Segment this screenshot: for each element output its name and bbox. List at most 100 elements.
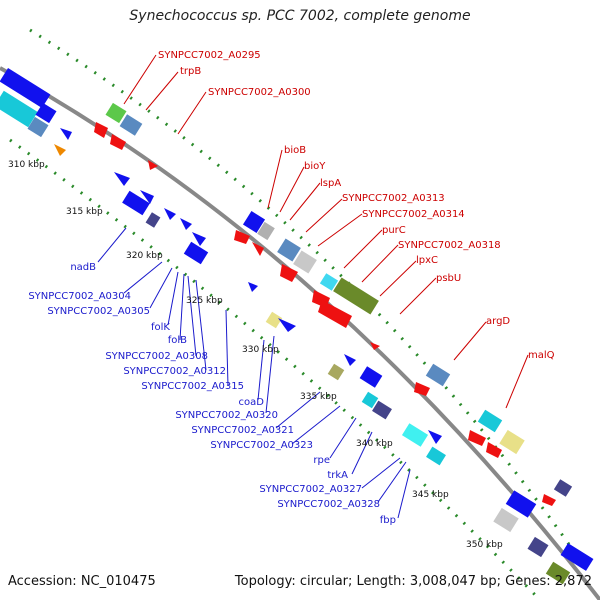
gene-arrow[interactable]	[94, 122, 108, 138]
gene-block[interactable]	[277, 238, 301, 262]
topology-text: Topology: circular; Length: 3,008,047 bp…	[234, 574, 592, 589]
gene-block[interactable]	[265, 311, 283, 329]
gene-label-rev[interactable]: fbp	[380, 515, 396, 526]
gene-label-fwd[interactable]: bioB	[284, 145, 306, 156]
gene-arrow[interactable]	[164, 208, 176, 220]
gene-block[interactable]	[145, 212, 161, 228]
gene-arrow[interactable]	[114, 172, 130, 186]
gene-label-fwd[interactable]: SYNPCC7002_A0300	[208, 87, 311, 98]
gene-label-fwd[interactable]: lspA	[320, 178, 341, 189]
gene-arrow[interactable]	[428, 430, 442, 444]
gene-label-rev[interactable]: SYNPCC7002_A0323	[210, 440, 313, 451]
gene-block[interactable]	[560, 543, 594, 571]
gene-label-rev[interactable]: nadB	[70, 262, 96, 273]
gene-arrow[interactable]	[140, 190, 154, 204]
gene-label-rev[interactable]: rpe	[313, 455, 330, 466]
gene-block[interactable]	[545, 561, 571, 585]
accession-text: Accession: NC_010475	[8, 574, 156, 589]
kbp-labels: 310 kbp 315 kbp 320 kbp 325 kbp 330 kbp …	[8, 160, 503, 550]
gene-label-rev[interactable]: SYNPCC7002_A0305	[47, 306, 150, 317]
gene-arrow[interactable]	[110, 134, 126, 150]
gene-block[interactable]	[361, 391, 379, 409]
gene-block[interactable]	[319, 273, 339, 291]
kbp-tick-label: 310 kbp	[8, 160, 45, 170]
gene-block[interactable]	[122, 190, 150, 216]
gene-label-fwd[interactable]: SYNPCC7002_A0314	[362, 209, 465, 220]
gene-label-rev[interactable]: coaD	[239, 397, 265, 408]
kbp-tick-label: 315 kbp	[66, 207, 103, 217]
gene-arrow[interactable]	[370, 342, 380, 350]
gene-label-rev[interactable]: SYNPCC7002_A0304	[28, 291, 131, 302]
gene-block[interactable]	[105, 102, 127, 124]
gene-block[interactable]	[327, 363, 345, 381]
gene-arrow[interactable]	[414, 382, 430, 396]
gene-label-fwd[interactable]: purC	[382, 225, 406, 236]
gene-block[interactable]	[0, 90, 38, 128]
gene-label-rev[interactable]: trkA	[327, 470, 348, 481]
gene-label-rev[interactable]: folB	[168, 335, 187, 346]
gene-block[interactable]	[527, 536, 549, 558]
gene-label-rev[interactable]: SYNPCC7002_A0320	[175, 410, 278, 421]
gene-block[interactable]	[119, 114, 143, 136]
gene-label-rev[interactable]: folK	[151, 322, 170, 333]
gene-label-rev[interactable]: SYNPCC7002_A0328	[277, 499, 380, 510]
gene-block[interactable]	[493, 507, 519, 533]
gene-block[interactable]	[293, 250, 317, 274]
gene-block[interactable]	[333, 277, 379, 315]
reverse-leaders	[97, 227, 411, 519]
gene-block[interactable]	[499, 429, 525, 455]
kbp-tick-label: 335 kbp	[300, 392, 337, 402]
gene-label-rev[interactable]: SYNPCC7002_A0327	[259, 484, 362, 495]
gene-label-rev[interactable]: SYNPCC7002_A0312	[123, 366, 226, 377]
gene-arrow[interactable]	[280, 264, 298, 282]
gene-arrow[interactable]	[234, 230, 250, 244]
gene-label-fwd[interactable]: psbU	[436, 273, 461, 284]
gene-label-fwd[interactable]: trpB	[180, 66, 201, 77]
forward-labels: SYNPCC7002_A0295 trpB SYNPCC7002_A0300 b…	[158, 50, 555, 361]
gene-label-fwd[interactable]: SYNPCC7002_A0318	[398, 240, 501, 251]
gene-block[interactable]	[27, 116, 49, 138]
gene-block[interactable]	[359, 366, 383, 388]
gene-arrow[interactable]	[252, 242, 264, 256]
gene-arrow[interactable]	[318, 300, 352, 328]
gene-arrow[interactable]	[248, 282, 258, 292]
gene-label-fwd[interactable]: argD	[486, 316, 510, 327]
gene-label-rev[interactable]: SYNPCC7002_A0315	[141, 381, 244, 392]
gene-block[interactable]	[257, 221, 275, 241]
gene-block[interactable]	[477, 409, 503, 433]
gene-block[interactable]	[183, 241, 209, 265]
gene-block[interactable]	[425, 363, 451, 387]
gene-arrow[interactable]	[486, 442, 502, 458]
gene-block[interactable]	[505, 490, 537, 518]
gene-label-rev[interactable]: SYNPCC7002_A0308	[105, 351, 208, 362]
reverse-labels: nadB SYNPCC7002_A0304 SYNPCC7002_A0305 f…	[28, 262, 396, 526]
kbp-tick-label: 345 kbp	[412, 490, 449, 500]
gene-label-fwd[interactable]: SYNPCC7002_A0295	[158, 50, 261, 61]
gene-arrow[interactable]	[148, 160, 158, 170]
gene-block[interactable]	[426, 446, 446, 466]
gene-arrow[interactable]	[180, 218, 192, 230]
gene-block[interactable]	[0, 67, 51, 109]
gene-block[interactable]	[242, 210, 266, 234]
gene-block[interactable]	[401, 423, 429, 447]
forward-leaders	[123, 54, 529, 409]
gene-label-rev[interactable]: SYNPCC7002_A0321	[191, 425, 294, 436]
gene-label-fwd[interactable]: SYNPCC7002_A0313	[342, 193, 445, 204]
gene-arrow[interactable]	[192, 232, 206, 246]
gene-block[interactable]	[553, 479, 573, 497]
gene-label-fwd[interactable]: bioY	[304, 161, 326, 172]
gene-arrow[interactable]	[468, 430, 486, 446]
kbp-tick-label: 320 kbp	[126, 251, 163, 261]
gene-arrow[interactable]	[542, 494, 556, 506]
gene-arrow[interactable]	[54, 144, 66, 156]
gene-arrow[interactable]	[344, 354, 356, 366]
gene-arrow[interactable]	[60, 128, 72, 140]
gene-label-fwd[interactable]: lpxC	[416, 255, 438, 266]
gene-block[interactable]	[35, 102, 57, 124]
gene-label-fwd[interactable]: malQ	[528, 350, 555, 361]
kbp-tick-label: 330 kbp	[242, 345, 279, 355]
gene-block[interactable]	[372, 400, 392, 420]
gene-arrow[interactable]	[278, 318, 296, 332]
kbp-tick-label: 325 kbp	[186, 296, 223, 306]
